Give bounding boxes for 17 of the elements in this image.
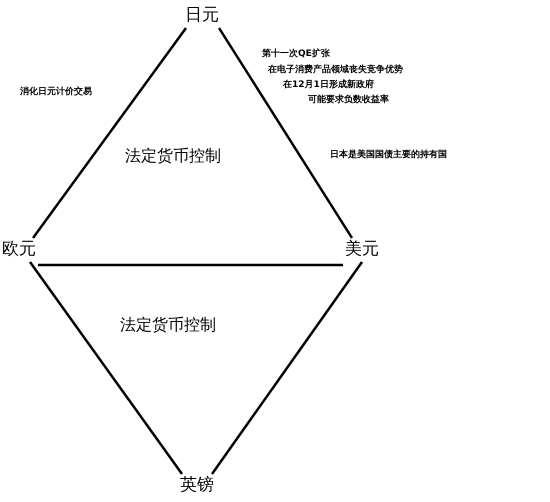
note-text: 日本是美国国债主要的持有国 xyxy=(330,149,447,161)
currency-label: 欧元 xyxy=(0,238,38,262)
note-text: 第十一次QE扩张 xyxy=(262,48,330,60)
note-text: 消化日元计价交易 xyxy=(20,86,92,98)
connector-line xyxy=(210,261,364,475)
note-text: 在电子消费产品领域丧失竞争优势 xyxy=(268,64,403,76)
connector-line xyxy=(28,261,184,475)
currency-label: 美元 xyxy=(343,238,381,262)
note-text: 在12月1日形成新政府 xyxy=(283,79,374,91)
region-label: 法定货币控制 xyxy=(120,315,216,335)
region-label: 法定货币控制 xyxy=(125,146,221,166)
note-text: 可能要求负数收益率 xyxy=(308,94,389,106)
connector-line xyxy=(218,27,354,239)
currency-label: 日元 xyxy=(183,4,221,28)
currency-label: 英镑 xyxy=(178,474,216,498)
connector-line xyxy=(32,27,188,239)
connector-line xyxy=(38,264,343,266)
